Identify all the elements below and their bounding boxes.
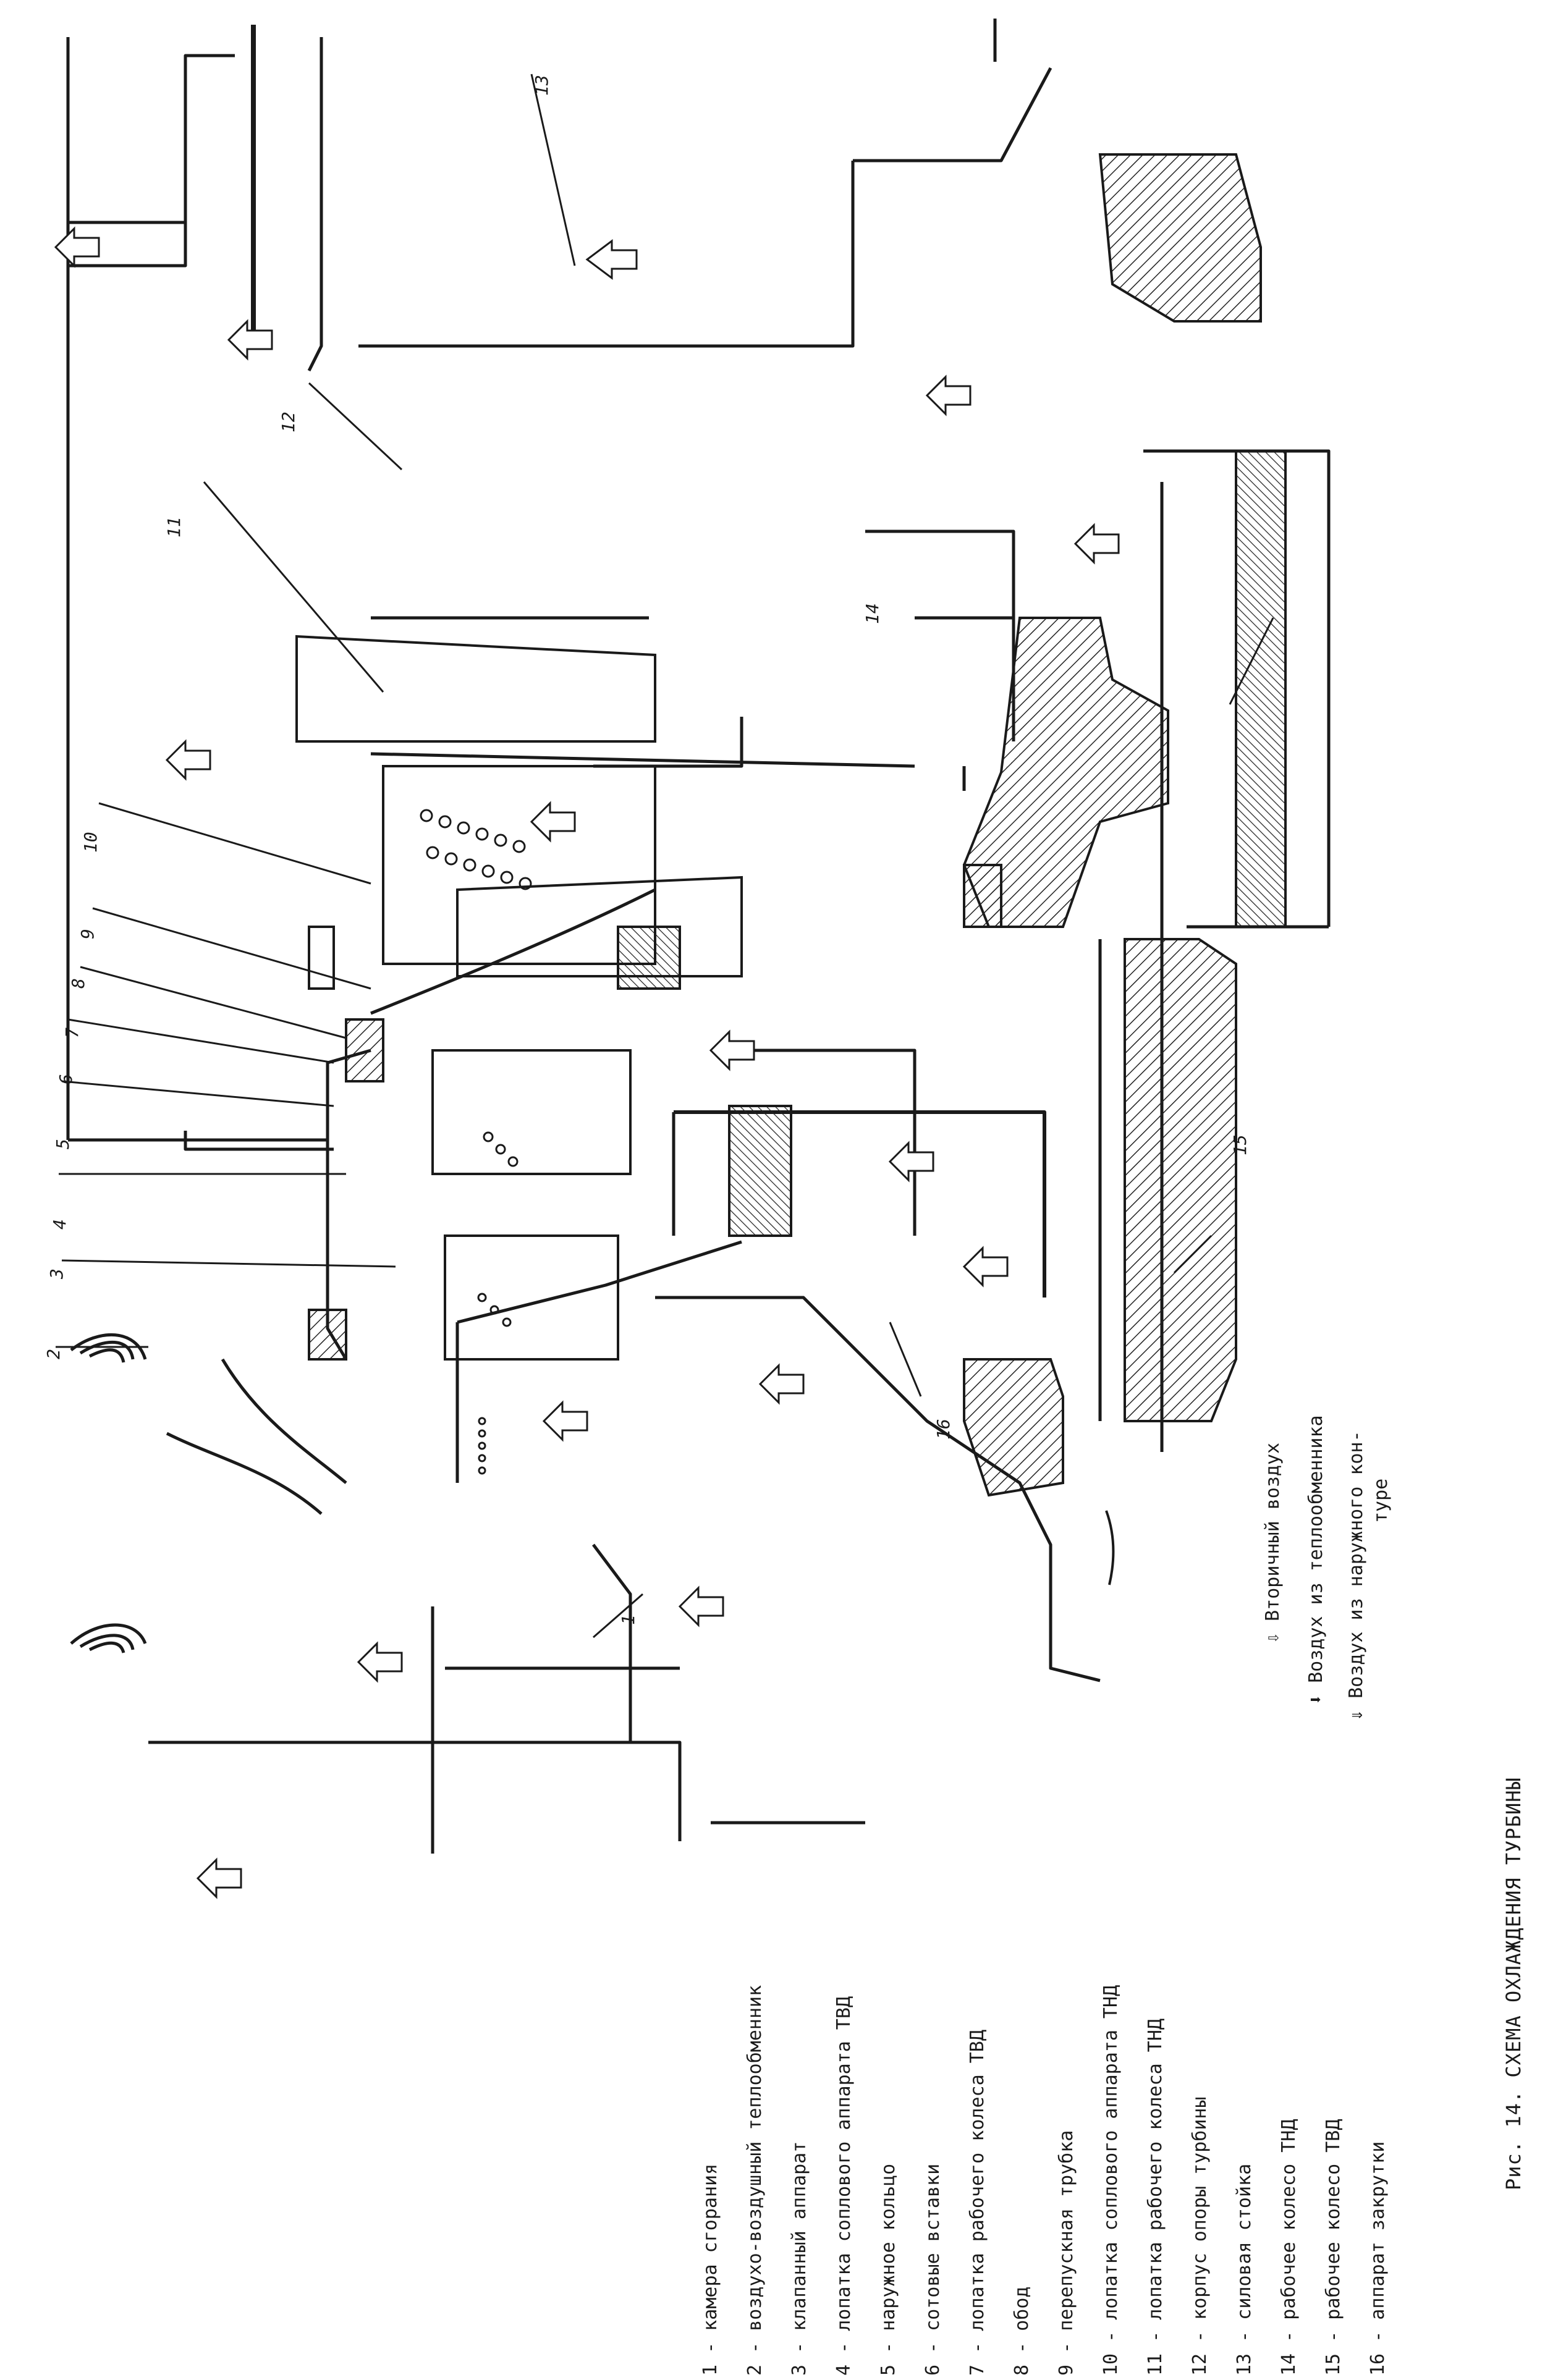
legend-item-9: 9 - перепускная трубка [1056, 2130, 1077, 2376]
legend-item-6: 6 - сотовые вставки [922, 2163, 944, 2376]
key-heat-exchanger-air: ⬇ Воздух из теплообменника [1305, 1415, 1327, 1705]
callout-5: 5 [53, 1139, 73, 1149]
legend-item-5: 5 - наружное кольцо [878, 2163, 899, 2376]
legend-item-4: 4 - лопатка соплового аппарата ТВД [833, 1996, 855, 2376]
callout-16: 16 [933, 1419, 954, 1440]
legend-item-12: 12 - корпус опоры турбины [1189, 2096, 1211, 2376]
legend-item-11: 11 - лопатка рабочего колеса ТНД [1145, 2019, 1166, 2376]
striped-arrow-icon: ⬇ [1305, 1682, 1327, 1705]
legend-item-14: 14 - рабочее колесо ТНД [1278, 2119, 1300, 2376]
key-outer-circuit-air-cont: туре [1370, 1478, 1392, 1523]
callout-3: 3 [46, 1268, 67, 1279]
pencil-mark [1105, 1510, 1115, 1585]
legend-item-8: 8 - обод [1011, 2286, 1033, 2376]
callout-7: 7 [62, 1028, 82, 1038]
figure-caption: Рис. 14. СХЕМА ОХЛАЖДЕНИЯ ТУРБИНЫ [1502, 1777, 1525, 2190]
key-secondary-air: ⇩ Вторичный воздух [1262, 1442, 1284, 1644]
callout-13: 13 [531, 75, 552, 96]
callout-11: 11 [164, 517, 184, 538]
dotted-arrow-icon: ⇓ [1345, 1698, 1367, 1721]
callout-8: 8 [68, 978, 88, 989]
hollow-arrow-icon: ⇩ [1262, 1621, 1284, 1644]
legend-item-3: 3 - клапанный аппарат [789, 2141, 810, 2376]
callout-2: 2 [43, 1349, 64, 1359]
callout-1: 1 [618, 1614, 638, 1625]
legend-item-16: 16 - аппарат закрутки [1367, 2141, 1389, 2376]
legend-item-1: 1 - камера сгорания [700, 2163, 721, 2376]
callout-9: 9 [77, 929, 98, 939]
callout-12: 12 [278, 411, 298, 433]
key-outer-circuit-air: ⇓ Воздух из наружного кон- [1345, 1430, 1367, 1721]
legend-item-2: 2 - воздухо-воздушный теплообменник [744, 1985, 766, 2376]
legend-item-7: 7 - лопатка рабочего колеса ТВД [967, 2030, 988, 2376]
legend-item-10: 10 - лопатка соплового аппарата ТНД [1100, 1985, 1122, 2376]
legend-item-15: 15 - рабочее колесо ТВД [1323, 2119, 1344, 2376]
callout-14: 14 [862, 603, 883, 624]
callout-15: 15 [1230, 1134, 1250, 1155]
callout-4: 4 [49, 1219, 70, 1230]
callout-10: 10 [80, 832, 101, 853]
callout-6: 6 [56, 1074, 76, 1084]
legend-item-13: 13 - силовая стойка [1234, 2163, 1255, 2376]
